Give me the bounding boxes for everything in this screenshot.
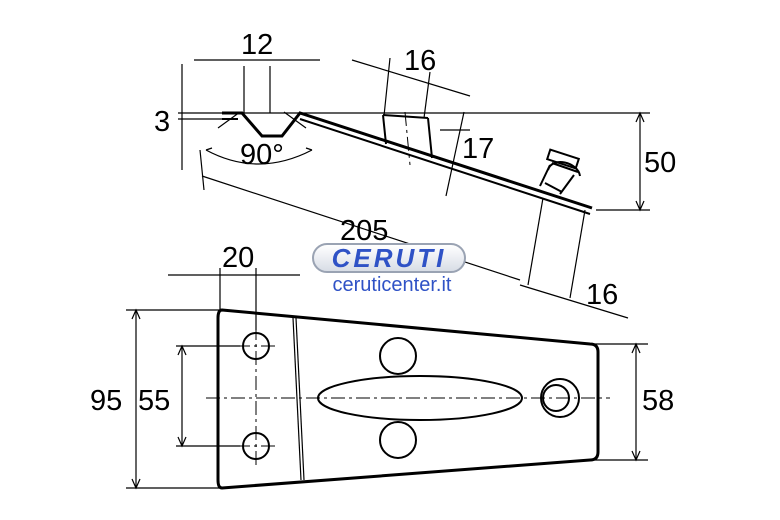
- dim-95: 95: [90, 385, 122, 417]
- watermark-site: ceruticenter.it: [332, 274, 452, 296]
- angle-arc: [205, 149, 313, 165]
- dim-12: 12: [241, 29, 273, 61]
- dim-55: 55: [138, 385, 170, 417]
- dim-20: 20: [222, 242, 254, 274]
- watermark-brand: CERUTI: [331, 243, 447, 273]
- side-view: [178, 57, 650, 319]
- boss-bottom: [379, 421, 417, 459]
- dim-90: 90°: [240, 139, 284, 171]
- watermark-logo-badge: [312, 243, 466, 273]
- boss-top: [379, 337, 417, 375]
- side-lug: [382, 114, 433, 159]
- dim-16-right: 16: [586, 279, 618, 311]
- dim-205: 205: [340, 215, 388, 247]
- plan-view: [126, 268, 648, 490]
- dim-58: 58: [642, 385, 674, 417]
- dim-16-top: 16: [404, 45, 436, 77]
- dim-50: 50: [644, 147, 676, 179]
- dim-3: 3: [154, 106, 170, 138]
- side-pin: [539, 161, 581, 195]
- dim-17: 17: [462, 133, 494, 165]
